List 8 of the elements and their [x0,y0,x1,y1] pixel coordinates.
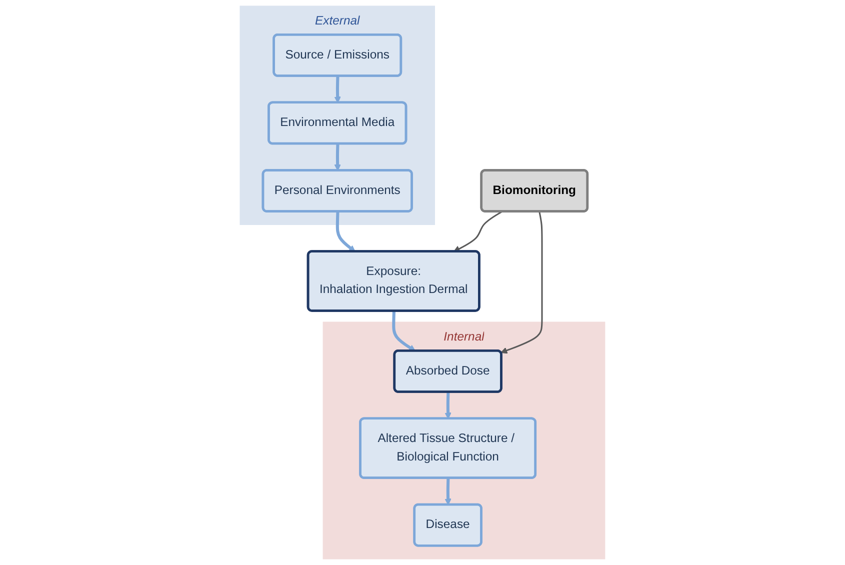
arrow [444,392,452,420]
arrow [334,76,341,104]
arrow [336,212,356,252]
arrow [453,211,502,252]
arrow [500,212,543,354]
arrow [334,144,341,171]
arrow [392,311,416,352]
arrow [444,478,452,506]
